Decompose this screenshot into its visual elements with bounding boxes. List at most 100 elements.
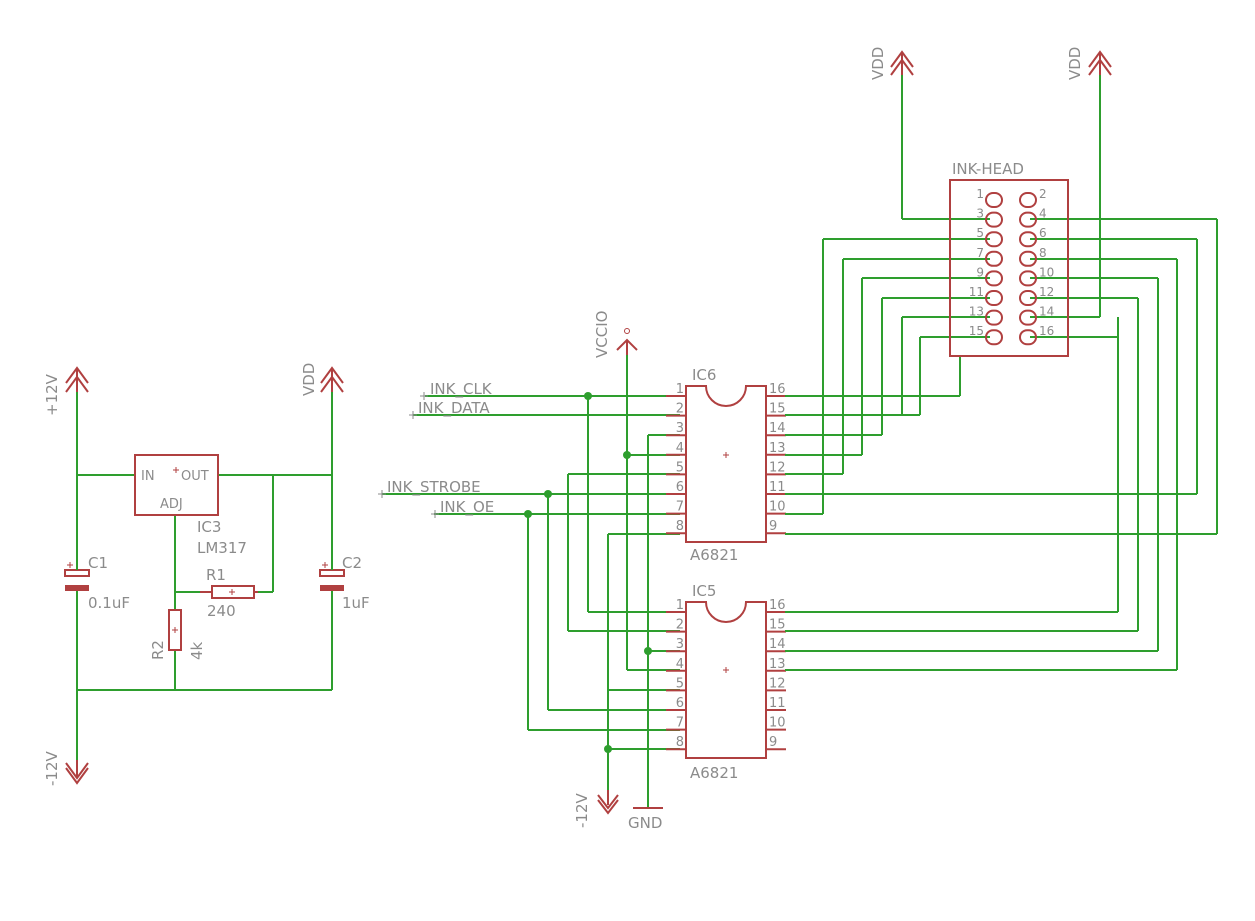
ink-head-pad-12: [1019, 290, 1037, 306]
gnd-symbol: GND: [628, 790, 663, 832]
minus12v-right-supply-symbol: -12V: [573, 790, 619, 828]
r1-value: 240: [207, 602, 236, 620]
ic5-pin-number: 14: [769, 637, 786, 652]
ic5-pin-number: 5: [676, 676, 684, 691]
ic6-pin-number: 16: [769, 382, 786, 397]
regulator-pin-in: IN: [141, 469, 155, 484]
ink-head-pin-number: 4: [1039, 207, 1047, 221]
ic5-pin-number: 11: [769, 696, 786, 711]
ink-head-pin-number: 7: [976, 246, 984, 260]
ic-bus-nets: [527, 355, 680, 808]
ink-head-pad-8: [1019, 250, 1037, 267]
ic5-pin-number: 12: [769, 676, 786, 691]
ink-head-pad-3: [985, 211, 1003, 228]
header-nets: [785, 75, 1218, 671]
capacitor-c1: C1 0.1uF: [64, 554, 130, 612]
driver-section: INK_CLK INK_DATA INK_STROBE INK_OE VCCIO: [378, 47, 1218, 832]
minus12v-left-label: -12V: [43, 751, 61, 786]
regulator-ic3: IN OUT ADJ IC3 LM317: [134, 454, 247, 557]
regulator-name: IC3: [197, 518, 221, 536]
vdd-top-b-supply-symbol: VDD: [1066, 47, 1112, 80]
ink-head-pin-number: 11: [969, 285, 984, 299]
ink-head-pad-13: [985, 309, 1003, 326]
ink-head-pad-10: [1019, 270, 1037, 287]
vccio-label: VCCIO: [593, 311, 611, 358]
ic6-pin-number: 2: [676, 402, 684, 417]
ink-head-pin-number: 16: [1039, 324, 1054, 338]
ic6-pin-number: 6: [676, 480, 684, 495]
signal-ink-clk-label: INK_CLK: [430, 380, 493, 399]
ink-head-pin-number: 3: [976, 207, 984, 221]
ic6-pin-number: 1: [676, 382, 684, 397]
ic6-pin-number: 4: [676, 441, 684, 456]
ic5-pin-number: 9: [769, 735, 777, 750]
r2-name: R2: [149, 640, 167, 660]
ink-head-pad-16: [1019, 329, 1037, 346]
power-nets: [76, 392, 333, 760]
vdd-top-a-label: VDD: [869, 47, 887, 80]
ic6-name: IC6: [692, 366, 716, 384]
ic5-pin-number: 3: [676, 637, 684, 652]
vdd-left-label: VDD: [300, 363, 318, 396]
c2-value: 1uF: [342, 594, 370, 612]
ink-head-pad-2: [1019, 192, 1037, 208]
ink-head-pad-1: [985, 192, 1003, 208]
c1-value: 0.1uF: [88, 594, 130, 612]
ink-head-pad-9: [985, 270, 1003, 287]
ink-head-pin-number: 9: [976, 265, 984, 279]
ink-head-pad-6: [1019, 231, 1037, 248]
ink-head-pin-number: 15: [969, 324, 984, 338]
ink-head-name: INK-HEAD: [952, 160, 1024, 178]
ic6-pin-number: 7: [676, 500, 684, 515]
ink-head-pin-number: 2: [1039, 187, 1047, 201]
c2-name: C2: [342, 554, 362, 572]
ic6-pin-number: 14: [769, 421, 786, 436]
r1-name: R1: [206, 566, 226, 584]
ic6-pin-number: 3: [676, 421, 684, 436]
vccio-supply-symbol: VCCIO: [593, 311, 638, 358]
regulator-pin-adj: ADJ: [160, 497, 183, 512]
ink-head-pin-number: 8: [1039, 246, 1047, 260]
vdd-top-a-supply-symbol: VDD: [869, 47, 914, 80]
vdd-top-b-label: VDD: [1066, 47, 1084, 80]
ic6-pin-number: 5: [676, 460, 684, 475]
regulator-pin-out: OUT: [181, 469, 209, 484]
ic5-pin-number: 7: [676, 716, 684, 731]
ic6-pin-number: 8: [676, 519, 684, 534]
minus12v-left-supply-symbol: -12V: [43, 751, 89, 786]
ic6-left-pins: 1 2 3 4 5 6 7 8: [666, 382, 686, 535]
minus12v-right-label: -12V: [573, 793, 591, 828]
signal-inputs: INK_CLK INK_DATA INK_STROBE INK_OE: [378, 380, 680, 518]
ink-head-pin-number: 10: [1039, 265, 1054, 279]
ic5-pin-number: 15: [769, 618, 786, 633]
signal-ink-data-label: INK_DATA: [418, 399, 490, 418]
signal-ink-strobe-label: INK_STROBE: [387, 478, 481, 497]
ink-head-pad-11: [985, 290, 1003, 306]
ic6-pin-number: 9: [769, 519, 777, 534]
ic5-pin-number: 1: [676, 598, 684, 613]
ic5-pin-number: 10: [769, 716, 786, 731]
ic6-pin-number: 15: [769, 402, 786, 417]
resistor-r2: R2 4k: [149, 609, 206, 660]
r2-value: 4k: [188, 641, 206, 660]
ink-head-pin-number: 14: [1039, 305, 1054, 319]
power-supply-section: +12V -12V VDD IN OUT ADJ IC3 LM317: [43, 363, 370, 786]
plus12v-label: +12V: [43, 373, 61, 416]
ink-head-pin-number: 1: [976, 187, 984, 201]
ic6-pin-number: 13: [769, 441, 786, 456]
capacitor-c2: C2 1uF: [319, 554, 370, 612]
ic5-pin-number: 2: [676, 618, 684, 633]
ic5-pin-number: 8: [676, 735, 684, 750]
ic6-pin-number: 11: [769, 480, 786, 495]
ink-head-pin-number: 6: [1039, 226, 1047, 240]
vdd-left-supply-symbol: VDD: [300, 363, 344, 396]
ink-head-pad-7: [985, 250, 1003, 267]
ink-head-pad-14: [1019, 309, 1037, 326]
